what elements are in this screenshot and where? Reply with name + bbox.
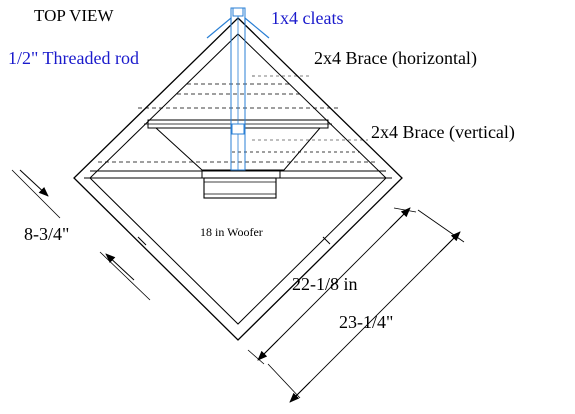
label-cleats: 1x4 cleats: [271, 8, 343, 28]
dim-wall-thickness-text: 8-3/4": [24, 224, 69, 244]
dim-inner-ext-top: [393, 207, 417, 213]
dim-inner-arrow: [389, 207, 411, 229]
cleat-left: [206, 16, 232, 39]
dim-outer-ext-top: [417, 209, 465, 243]
label-threaded-rod: 1/2" Threaded rod: [8, 48, 139, 68]
rod-nut: [232, 7, 244, 17]
dim-wall-arrow-2: [105, 253, 135, 281]
label-woofer: 18 in Woofer: [200, 225, 263, 239]
enclosure-inner-wall: [89, 33, 387, 325]
wall-joint-tick: [322, 236, 331, 245]
cleat-right: [244, 16, 270, 39]
dim-wall-ext-top: [11, 169, 61, 219]
woofer-cone: [154, 127, 322, 171]
dim-outer-side-text: 23-1/4": [339, 312, 393, 332]
dim-inner-side-text: 22-1/8 in: [292, 274, 358, 294]
dim-inner-line: [259, 209, 409, 359]
dim-outer-arrow: [289, 381, 311, 403]
rod-nut: [231, 123, 245, 135]
diagram-title: TOP VIEW: [34, 6, 114, 25]
label-brace-horizontal: 2x4 Brace (horizontal): [314, 48, 477, 69]
dim-wall-ext-bottom: [99, 251, 151, 301]
wall-joint-tick: [137, 236, 147, 246]
dim-inner-arrow: [257, 339, 279, 361]
dim-outer-arrow: [439, 231, 461, 253]
enclosure-outer-wall: [73, 17, 403, 341]
dim-inner-ext-bottom: [247, 349, 265, 365]
dim-outer-line: [291, 235, 457, 401]
woofer-magnet: [203, 177, 277, 199]
dim-wall-arrow-1: [19, 169, 49, 197]
dim-outer-ext-bottom: [267, 363, 301, 399]
label-brace-vertical: 2x4 Brace (vertical): [371, 122, 515, 143]
